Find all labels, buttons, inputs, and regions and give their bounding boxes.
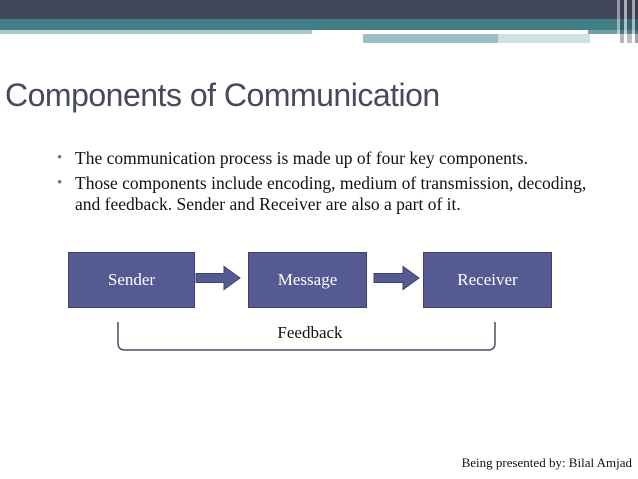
header-white-stripe bbox=[363, 31, 590, 34]
header-pale-band-right bbox=[363, 34, 590, 43]
header-paler-band-right bbox=[498, 34, 590, 43]
right-arrow-icon bbox=[195, 265, 241, 291]
bullet-item: The communication process is made up of … bbox=[55, 148, 610, 169]
header-corner-teal bbox=[588, 30, 638, 34]
slide-title: Components of Communication bbox=[5, 77, 440, 114]
diagram-box-sender: Sender bbox=[68, 252, 195, 308]
feedback-label: Feedback bbox=[277, 323, 343, 342]
diagram-box-label: Sender bbox=[107, 270, 156, 289]
bullet-list: The communication process is made up of … bbox=[55, 148, 610, 219]
diagram-box-label: Message bbox=[277, 270, 338, 289]
header-dark-bar bbox=[0, 0, 638, 19]
diagram-box-message: Message bbox=[248, 252, 367, 308]
diagram-box-receiver: Receiver bbox=[423, 252, 552, 308]
header-teal-band bbox=[0, 19, 638, 30]
right-arrow-icon bbox=[373, 265, 420, 291]
diagram-box-label: Receiver bbox=[457, 270, 518, 289]
footer-credit: Being presented by: Bilal Amjad bbox=[461, 455, 632, 470]
header-corner-vertical-stripes bbox=[617, 0, 638, 43]
header-pale-stripe-left bbox=[0, 30, 312, 34]
bullet-item: Those components include encoding, mediu… bbox=[55, 173, 610, 215]
